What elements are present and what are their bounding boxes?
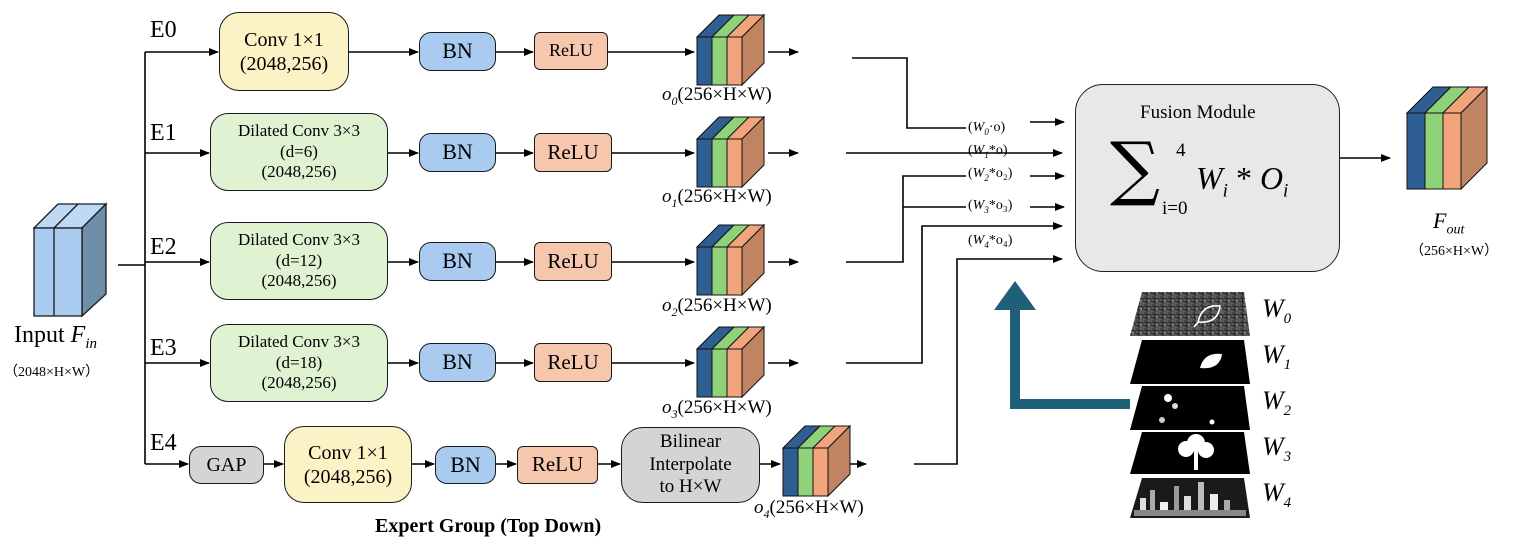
e4-gap-block: GAP: [189, 446, 264, 484]
expert-label-e4: E4: [150, 430, 177, 456]
feature-map-o1: [695, 115, 766, 189]
e4-bn-block: BN: [435, 446, 496, 484]
output-label-o3: o3(256×H×W): [662, 397, 772, 421]
e0-conv-block: Conv 1×1 (2048,256): [219, 12, 349, 91]
e4-relu-block: ReLU: [517, 446, 598, 484]
weight-map-label-4: W4: [1262, 478, 1292, 512]
output-label-o0: o0(256×H×W): [662, 84, 772, 108]
input-label: Input Fin: [14, 322, 98, 352]
e1-relu-block: ReLU: [534, 133, 612, 172]
e4-bilinear-block: Bilinear Interpolate to H×W: [621, 427, 760, 503]
feature-map-output: [1405, 85, 1489, 191]
weight-feedback-arrow: [994, 281, 1130, 409]
weight-map-0: [1130, 292, 1250, 336]
fusion-sum-lower: i=0: [1162, 198, 1188, 219]
feature-map-o4: [781, 424, 852, 498]
weight-map-1: [1130, 340, 1250, 384]
e2-dilated-conv-block: Dilated Conv 3×3 (d=12) (2048,256): [210, 222, 388, 300]
connection-wires: [118, 48, 1391, 468]
fusion-sum-symbol: ∑: [1110, 127, 1160, 209]
input-tensor: [32, 202, 108, 318]
weighted-input-1: (W1*o): [968, 143, 1008, 160]
e2-relu-block: ReLU: [534, 242, 612, 281]
weight-map-3: [1130, 432, 1250, 474]
weighted-input-3: (W3*o₃): [968, 198, 1013, 215]
output-symbol: Fout: [1433, 208, 1465, 238]
weight-map-label-1: W1: [1262, 340, 1292, 374]
weighted-input-4: (W4*o₄): [968, 233, 1013, 250]
weight-map-2: [1130, 386, 1250, 430]
e0-relu-block: ReLU: [534, 32, 608, 70]
weight-map-label-2: W2: [1262, 386, 1292, 420]
e0-bn-block: BN: [419, 32, 496, 71]
expert-label-e3: E3: [150, 335, 177, 361]
e4-conv-block: Conv 1×1 (2048,256): [284, 426, 412, 503]
weighted-input-0: (W0·o): [968, 120, 1006, 137]
input-dims: （2048×H×W）: [4, 365, 100, 380]
weight-map-4: [1130, 478, 1250, 518]
e3-dilated-conv-block: Dilated Conv 3×3 (d=18) (2048,256): [210, 324, 388, 402]
e1-bn-block: BN: [419, 133, 496, 172]
fusion-title: Fusion Module: [1140, 102, 1256, 123]
feature-map-o2: [695, 223, 766, 297]
output-dims: （256×H×W）: [1410, 244, 1499, 259]
expert-label-e2: E2: [150, 234, 177, 260]
output-label-o4: o4(256×H×W): [754, 497, 864, 521]
expert-group-caption: Expert Group (Top Down): [375, 515, 602, 537]
e1-dilated-conv-block: Dilated Conv 3×3 (d=6) (2048,256): [210, 113, 388, 191]
fusion-sum-upper: 4: [1176, 140, 1186, 161]
e3-bn-block: BN: [419, 343, 496, 382]
weighted-input-2: (W2*o₂): [968, 166, 1013, 183]
weight-map-label-0: W0: [1262, 294, 1292, 328]
e2-bn-block: BN: [419, 242, 496, 281]
fusion-module: [1075, 84, 1340, 272]
expert-label-e0: E0: [150, 17, 177, 43]
feature-map-o0: [695, 13, 766, 87]
output-label-o1: o1(256×H×W): [662, 186, 772, 210]
weight-maps: [1130, 292, 1250, 518]
weight-map-label-3: W3: [1262, 432, 1292, 466]
e3-relu-block: ReLU: [534, 343, 612, 382]
expert-label-e1: E1: [150, 120, 177, 146]
output-label-o2: o2(256×H×W): [662, 295, 772, 319]
feature-map-o3: [695, 325, 766, 399]
fusion-term: Wi * Oi: [1196, 160, 1289, 202]
